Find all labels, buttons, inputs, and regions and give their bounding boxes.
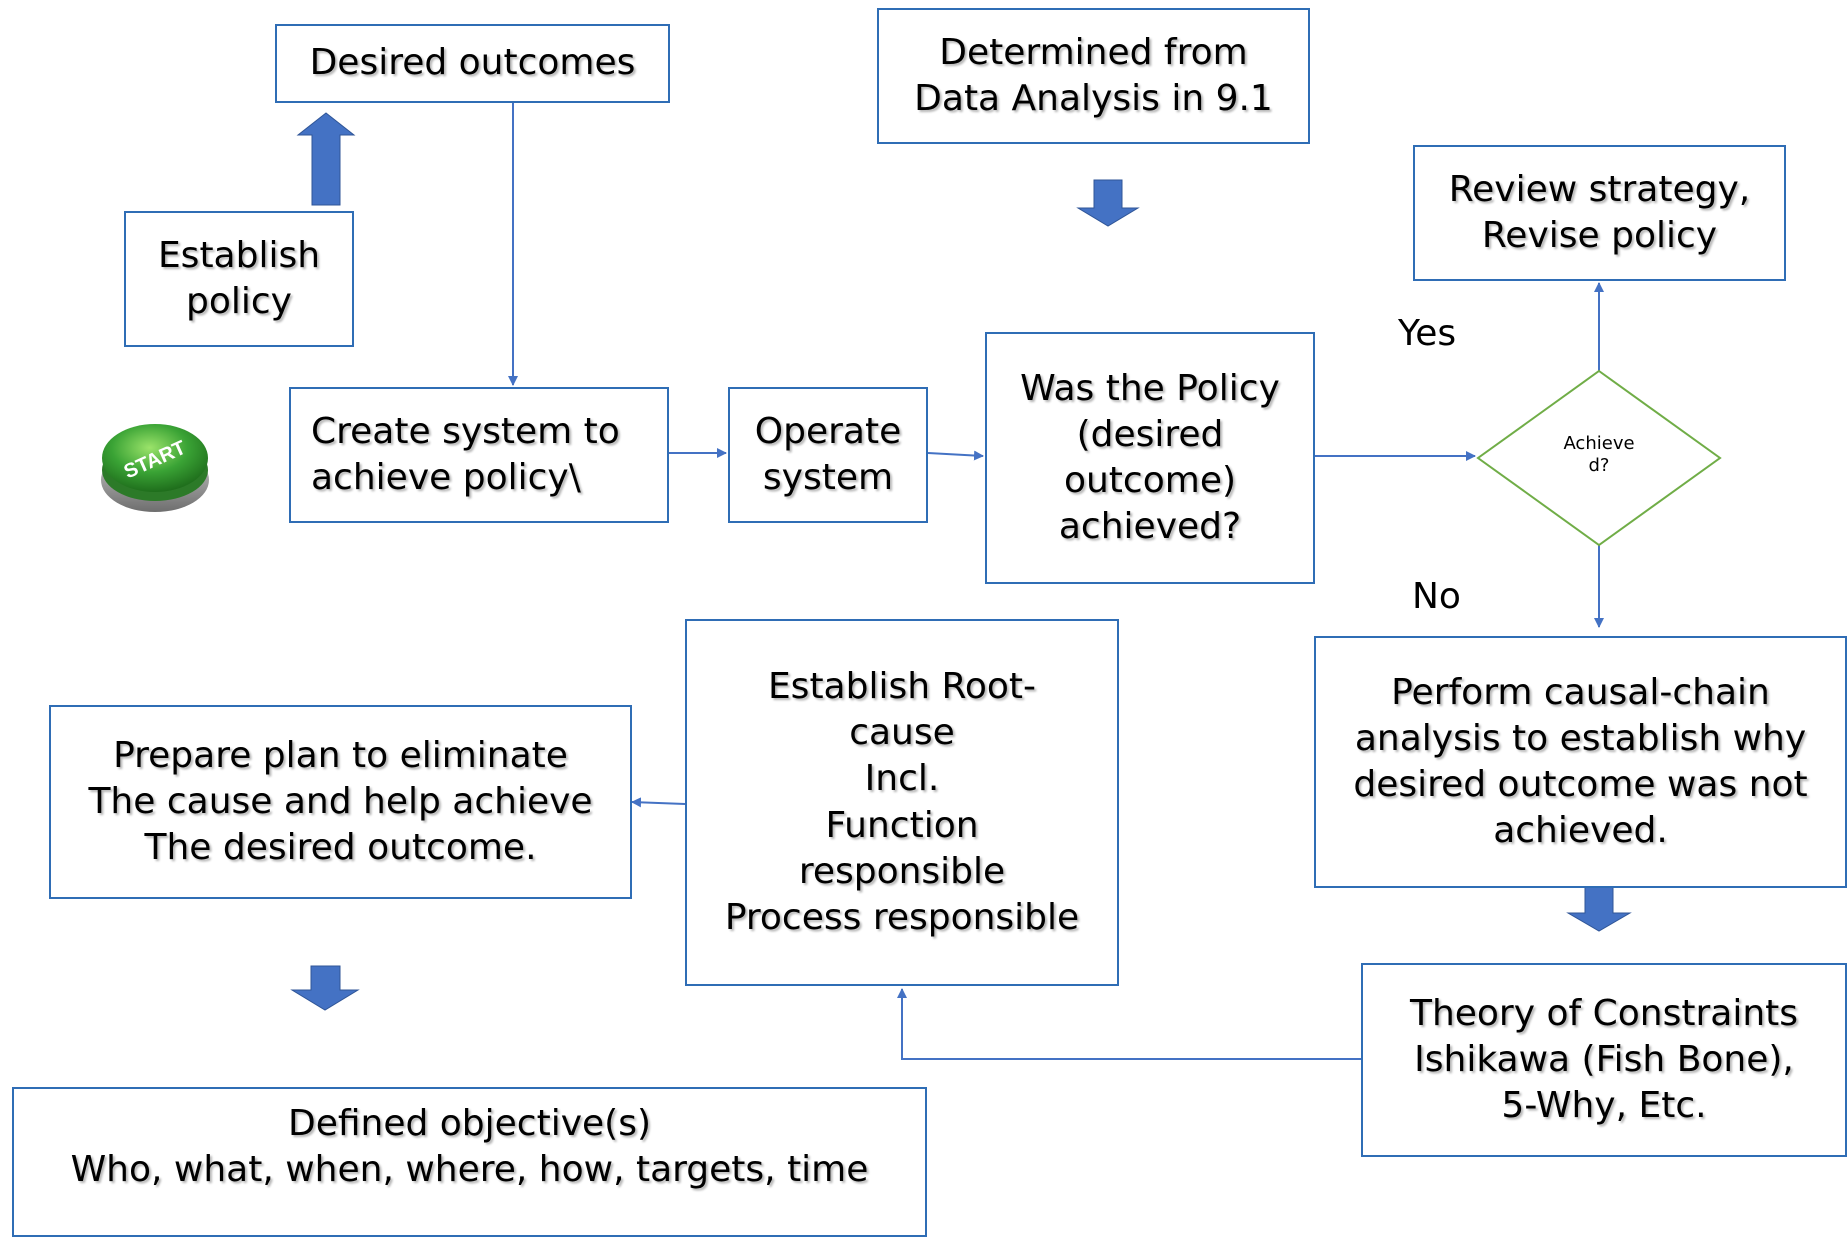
arrow-theory-to-root xyxy=(897,988,1361,1060)
decision-line: Achieve xyxy=(1563,433,1635,454)
box-line: achieved? xyxy=(1058,506,1242,548)
decision-diamond xyxy=(1476,369,1722,547)
box-policy-achieved: Was the Policy (desired outcome) achieve… xyxy=(985,332,1315,584)
box-line: Establish xyxy=(157,234,321,276)
box-establish-policy: Establish policy xyxy=(124,211,354,347)
box-line: Perform causal-chain xyxy=(1391,671,1770,713)
box-line: Create system to xyxy=(311,410,620,452)
box-line: (desired xyxy=(1076,413,1224,455)
box-line: Establish Root- xyxy=(767,666,1037,708)
block-arrow-down-icon xyxy=(290,965,360,1011)
box-line: outcome) xyxy=(1063,460,1237,501)
box-line: Theory of Constraints xyxy=(1409,992,1799,1034)
box-line: Determined from xyxy=(939,31,1248,73)
box-line: Revise policy xyxy=(1481,215,1718,256)
box-line: achieved. xyxy=(1493,810,1668,852)
decision-line: d? xyxy=(1588,454,1610,476)
box-prepare-plan: Prepare plan to eliminate The cause and … xyxy=(49,705,632,899)
box-line: responsible xyxy=(798,850,1006,892)
box-line: Review strategy, xyxy=(1448,168,1751,210)
box-line: The cause and help achieve xyxy=(88,780,593,822)
box-line: Prepare plan to eliminate xyxy=(113,734,568,776)
box-line: Ishikawa (Fish Bone), xyxy=(1414,1038,1794,1080)
box-root-cause: Establish Root- cause Incl. Function res… xyxy=(685,619,1119,986)
label-yes: Yes xyxy=(1398,313,1457,354)
box-defined-objectives: Defined objective(s) Who, what, when, wh… xyxy=(12,1087,927,1237)
box-review-strategy: Review strategy, Revise policy xyxy=(1413,145,1786,281)
box-line: Desired outcomes xyxy=(309,42,636,84)
box-causal-chain: Perform causal-chain analysis to establi… xyxy=(1314,636,1847,888)
arrow-root-to-plan xyxy=(631,797,686,808)
box-line: policy xyxy=(186,281,292,322)
box-line: achieve policy\ xyxy=(311,457,581,498)
label-no: No xyxy=(1412,576,1461,617)
box-line: The desired outcome. xyxy=(144,827,537,869)
decision-label: Achieve d? xyxy=(1539,433,1659,476)
box-line: desired outcome was not xyxy=(1353,764,1808,805)
start-button[interactable]: START xyxy=(98,400,212,516)
box-line: Was the Policy xyxy=(1020,367,1280,409)
box-line: Function xyxy=(825,804,979,846)
box-line: Data Analysis in 9.1 xyxy=(914,78,1273,119)
box-line: Incl. xyxy=(864,758,940,800)
box-desired-outcomes: Desired outcomes xyxy=(275,24,670,103)
box-line: cause xyxy=(849,712,955,754)
box-create-system: Create system to achieve policy\ xyxy=(289,387,669,523)
block-arrow-down-icon xyxy=(1076,179,1140,227)
box-operate-system: Operate system xyxy=(728,387,928,523)
box-line: Operate xyxy=(754,410,902,452)
box-line: 5-Why, Etc. xyxy=(1501,1085,1707,1127)
box-data-analysis: Determined from Data Analysis in 9.1 xyxy=(877,8,1310,144)
box-line: Who, what, when, where, how, targets, ti… xyxy=(70,1149,869,1191)
box-line: analysis to establish why xyxy=(1354,717,1807,759)
box-line: Defined objective(s) xyxy=(287,1103,652,1144)
arrow-operate-to-policy xyxy=(927,450,984,461)
block-arrow-up-icon xyxy=(296,112,356,206)
start-button-icon: START xyxy=(101,424,209,512)
block-arrow-down-icon xyxy=(1566,885,1632,932)
box-line: system xyxy=(762,457,894,498)
box-theory-constraints: Theory of Constraints Ishikawa (Fish Bon… xyxy=(1361,963,1847,1157)
box-line: Process responsible xyxy=(724,896,1080,938)
